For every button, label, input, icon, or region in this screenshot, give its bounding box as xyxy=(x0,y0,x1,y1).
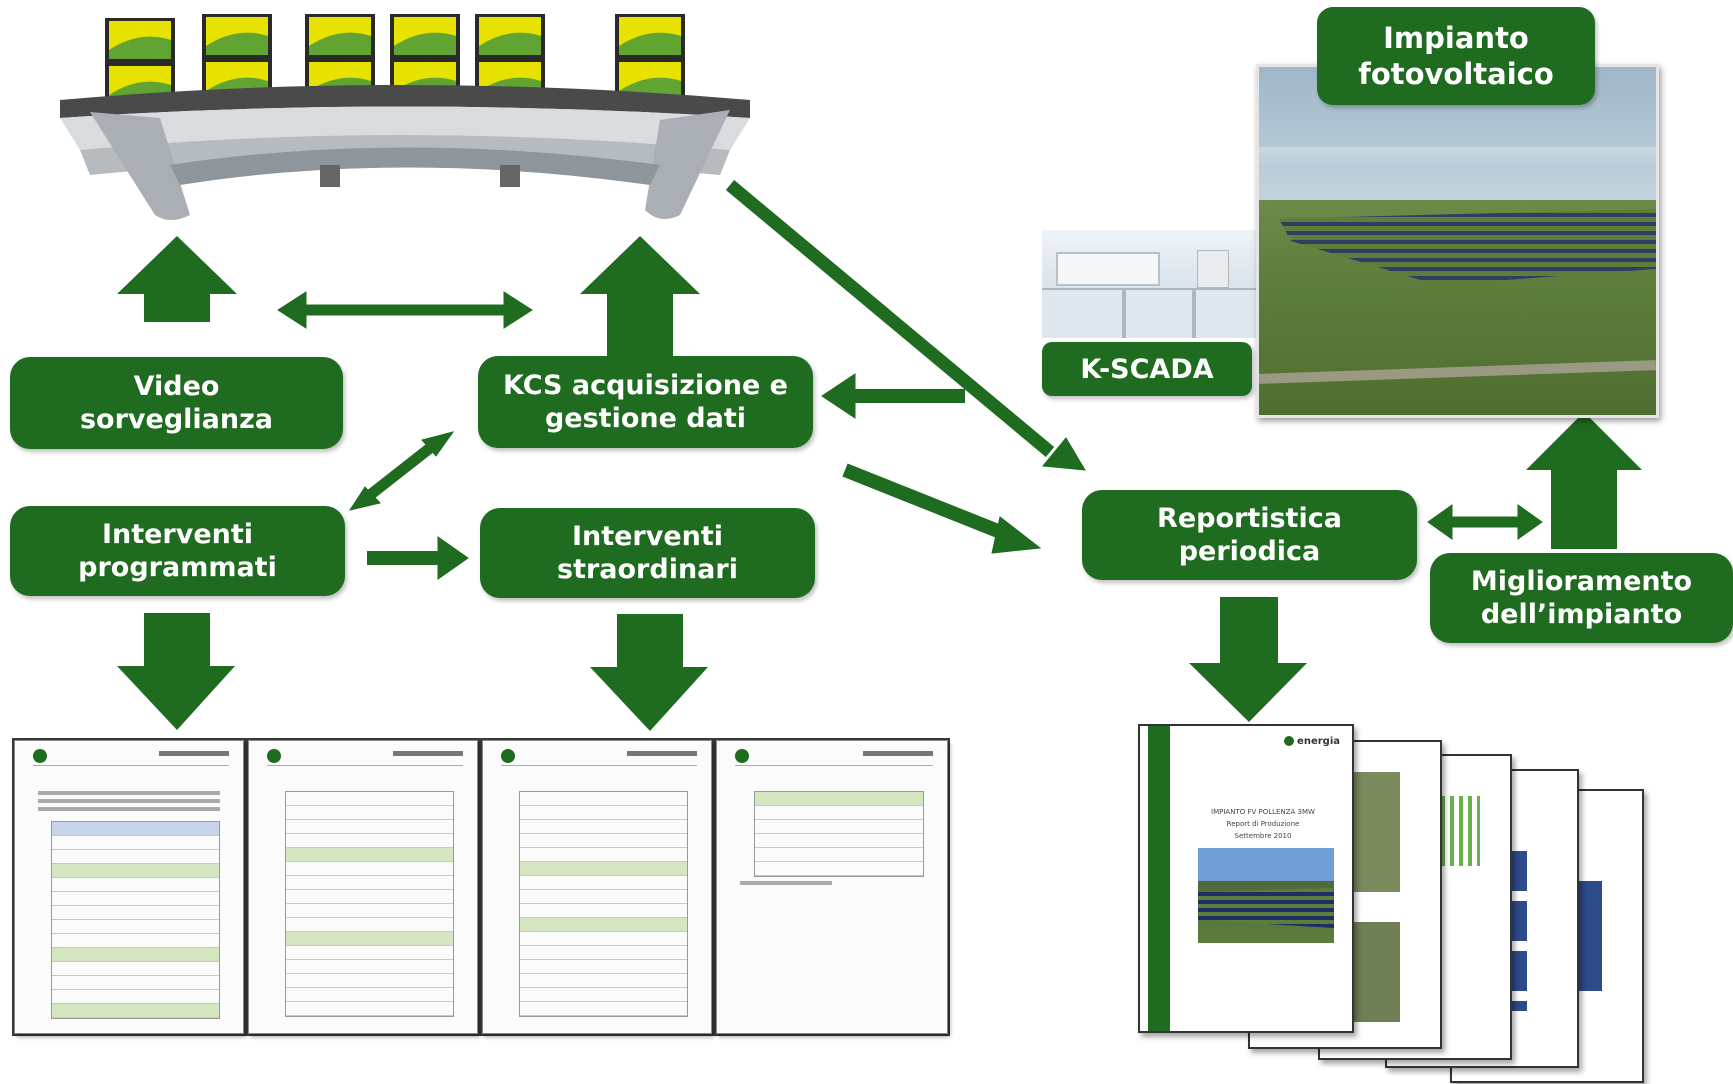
arrow-up-kcs xyxy=(580,236,700,356)
arrowhead-report-left xyxy=(991,516,1042,554)
kscada-box: K-SCADA xyxy=(1042,342,1252,396)
report-brand: energia xyxy=(1283,736,1340,747)
plan-page-1 xyxy=(14,740,244,1034)
report-date: Settembre 2010 xyxy=(1234,832,1292,840)
production-report-stack: energia IMPIANTO FV POLLENZA 3MW Report … xyxy=(1138,722,1644,1084)
report-cover-photo xyxy=(1198,848,1334,943)
impianto-fotovoltaico-box: Impianto fotovoltaico xyxy=(1317,7,1595,105)
arrow-down-straordinari xyxy=(590,614,708,731)
video-sorveglianza-label: Video sorveglianza xyxy=(79,371,274,435)
kcs-box: KCS acquisizione e gestione dati xyxy=(478,356,813,448)
report-subtitle: Report di Produzione xyxy=(1226,820,1300,828)
desk xyxy=(60,85,750,220)
arrowhead-report-top xyxy=(1042,437,1086,471)
interventi-programmati-box: Interventi programmati xyxy=(10,506,345,596)
interventi-straordinari-box: Interventi straordinari xyxy=(480,508,815,598)
kscada-photo xyxy=(1042,230,1257,338)
maintenance-plan-pages xyxy=(12,738,950,1036)
arrowhead-report-right-left xyxy=(1427,504,1453,540)
control-room-illustration xyxy=(60,14,750,220)
miglioramento-box: Miglioramento dell’impianto xyxy=(1430,553,1733,643)
arrowhead-video-left xyxy=(277,291,307,329)
report-cover-page: energia IMPIANTO FV POLLENZA 3MW Report … xyxy=(1138,724,1354,1033)
logo-icon xyxy=(267,749,282,763)
impianto-fotovoltaico-label: Impianto fotovoltaico xyxy=(1358,21,1554,91)
logo-icon xyxy=(501,749,516,763)
arrowhead-miglioramento xyxy=(1517,504,1543,540)
arrow-down-reportistica xyxy=(1189,597,1307,722)
interventi-programmati-label: Interventi programmati xyxy=(78,519,277,583)
plan-page-2 xyxy=(248,740,478,1034)
interventi-straordinari-label: Interventi straordinari xyxy=(557,521,738,585)
arrow-up-impianto xyxy=(1526,412,1642,549)
arrowhead-straordinari xyxy=(437,536,469,580)
arrowhead-prog-diag xyxy=(348,486,381,511)
logo-icon xyxy=(735,749,750,763)
arrowhead-kcs-diag xyxy=(421,431,455,457)
kcs-label: KCS acquisizione e gestione dati xyxy=(503,370,788,434)
arrowhead-kcs-right xyxy=(503,291,533,329)
pv-plant-photo xyxy=(1256,64,1659,418)
reportistica-label: Reportistica periodica xyxy=(1157,503,1342,567)
arrowhead-into-kcs xyxy=(821,373,856,419)
logo-icon xyxy=(33,749,48,763)
arrow-up-video xyxy=(117,236,237,322)
plan-page-4 xyxy=(716,740,948,1034)
arrow-down-programmati xyxy=(117,613,235,730)
video-sorveglianza-box: Video sorveglianza xyxy=(10,357,343,449)
miglioramento-label: Miglioramento dell’impianto xyxy=(1470,566,1693,630)
plan-page-3 xyxy=(482,740,712,1034)
kscada-label: K-SCADA xyxy=(1080,353,1214,385)
report-title: IMPIANTO FV POLLENZA 3MW xyxy=(1211,808,1315,816)
energia-logo-icon xyxy=(1283,736,1294,746)
reportistica-box: Reportistica periodica xyxy=(1082,490,1417,580)
